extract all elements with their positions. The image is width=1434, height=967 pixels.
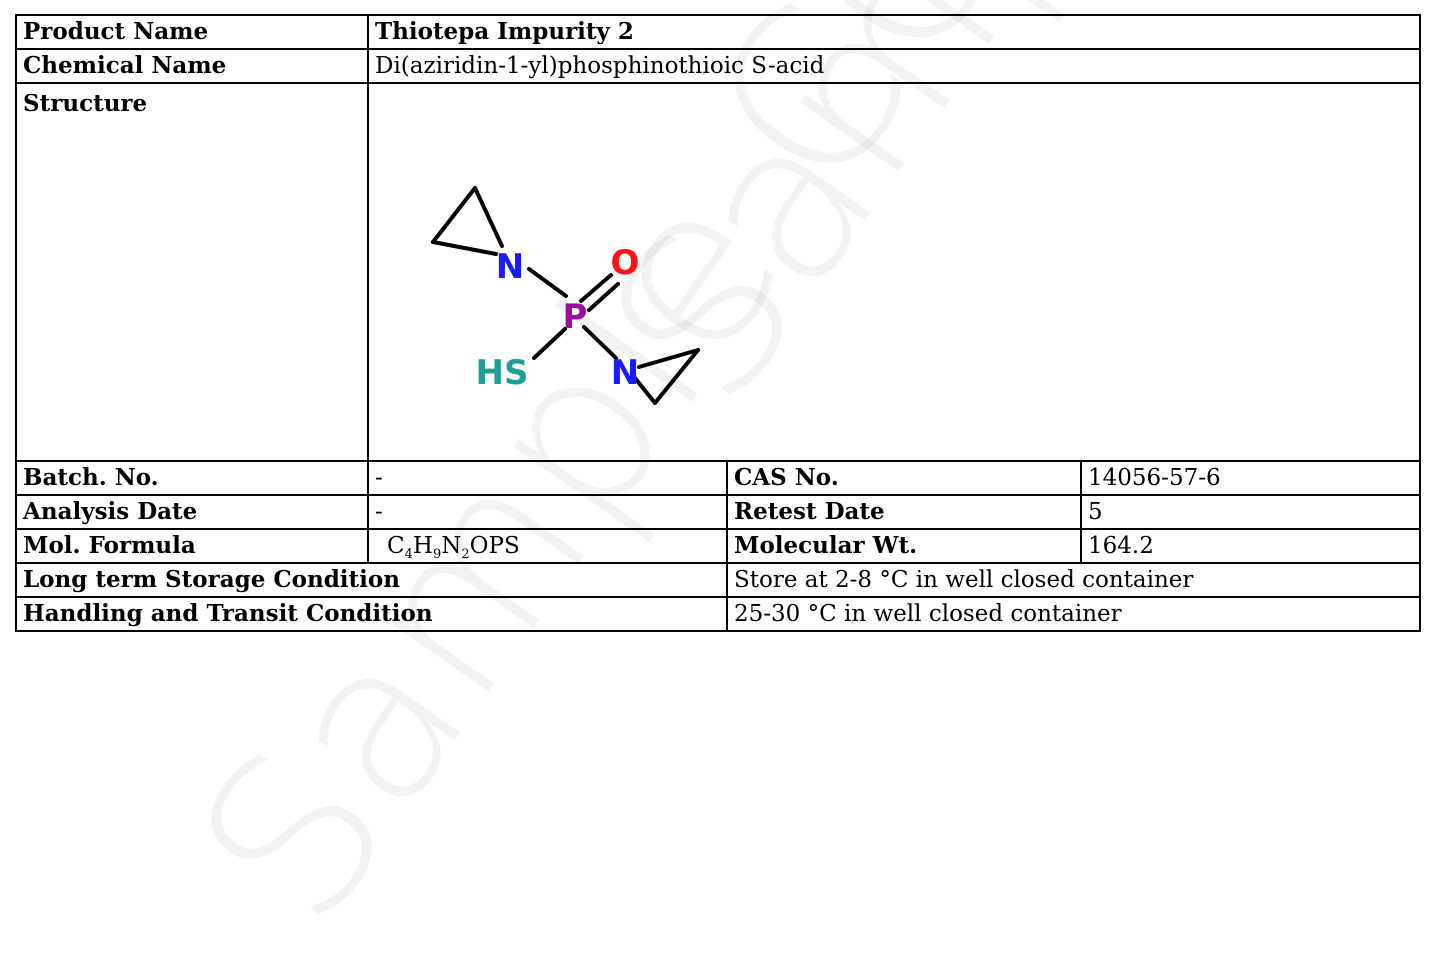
batch-no-label: Batch. No. <box>15 460 369 496</box>
bond-ring2-a <box>637 348 700 369</box>
bond-p-sh <box>532 327 567 360</box>
handling-transit-label: Handling and Transit Condition <box>15 596 728 632</box>
structure-row: Structure <box>15 82 1422 462</box>
atom-o: O <box>611 243 640 283</box>
product-name-label: Product Name <box>15 14 369 50</box>
molecular-wt-label: Molecular Wt. <box>726 528 1082 564</box>
formula-element-ops: OPS <box>469 533 520 559</box>
mol-formula-value: C4H9N2OPS <box>367 528 728 564</box>
bond-ring1-a <box>431 186 477 244</box>
analysis-date-value: - <box>367 494 728 530</box>
bond-p-o-1 <box>579 273 613 303</box>
formula-count-c: 4 <box>404 547 413 562</box>
formula-count-n: 2 <box>461 547 470 562</box>
bond-p-o-2 <box>587 282 620 312</box>
handling-transit-value: 25-30 °C in well closed container <box>725 596 1422 632</box>
formula-element-c: C <box>387 533 405 559</box>
product-name-row: Product Name Thiotepa Impurity 2 <box>15 14 1422 50</box>
structure-label: Structure <box>15 82 369 462</box>
analysis-retest-row: Analysis Date - Retest Date 5 <box>15 494 1422 530</box>
bond-ring1-c <box>473 186 504 248</box>
product-name-value: Thiotepa Impurity 2 <box>366 14 1422 50</box>
mol-formula-label: Mol. Formula <box>15 528 369 564</box>
long-term-storage-value: Store at 2-8 °C in well closed container <box>725 562 1422 598</box>
atom-n1: N <box>496 247 524 287</box>
atom-p: P <box>563 297 588 337</box>
bond-ring2-b <box>653 348 700 405</box>
molecular-formula: C4H9N2OPS <box>375 532 520 562</box>
cas-no-label: CAS No. <box>726 460 1082 496</box>
atom-sh: HS <box>476 353 529 393</box>
long-term-storage-row: Long term Storage Condition Store at 2-8… <box>15 562 1422 598</box>
batch-cas-row: Batch. No. - CAS No. 14056-57-6 <box>15 460 1422 496</box>
bond-ring2-c <box>633 376 657 405</box>
batch-no-value: - <box>367 460 728 496</box>
bond-ring1-b <box>431 240 498 256</box>
chemical-name-row: Chemical Name Di(aziridin-1-yl)phosphino… <box>15 48 1422 84</box>
bond-n1-p <box>527 267 568 298</box>
long-term-storage-label: Long term Storage Condition <box>15 562 728 598</box>
chemical-name-label: Chemical Name <box>15 48 369 84</box>
formula-element-n: N <box>441 533 462 559</box>
retest-date-label: Retest Date <box>726 494 1082 530</box>
formula-weight-row: Mol. Formula C4H9N2OPS Molecular Wt. 164… <box>15 528 1422 564</box>
formula-count-h: 9 <box>432 547 442 562</box>
coa-table: Product Name Thiotepa Impurity 2 Chemica… <box>15 14 1422 632</box>
formula-element-h: H <box>412 533 433 559</box>
atom-n2: N <box>611 353 639 393</box>
cas-no-value: 14056-57-6 <box>1079 460 1422 496</box>
chemical-name-value: Di(aziridin-1-yl)phosphinothioic S-acid <box>366 48 1422 84</box>
bond-p-n2 <box>582 325 618 360</box>
molecular-wt-value: 164.2 <box>1079 528 1422 564</box>
analysis-date-label: Analysis Date <box>15 494 369 530</box>
structure-image-cell: N O P HS N <box>366 82 1422 462</box>
chemical-structure-diagram: N O P HS N <box>431 186 700 405</box>
retest-date-value: 5 <box>1079 494 1422 530</box>
handling-transit-row: Handling and Transit Condition 25-30 °C … <box>15 596 1422 632</box>
